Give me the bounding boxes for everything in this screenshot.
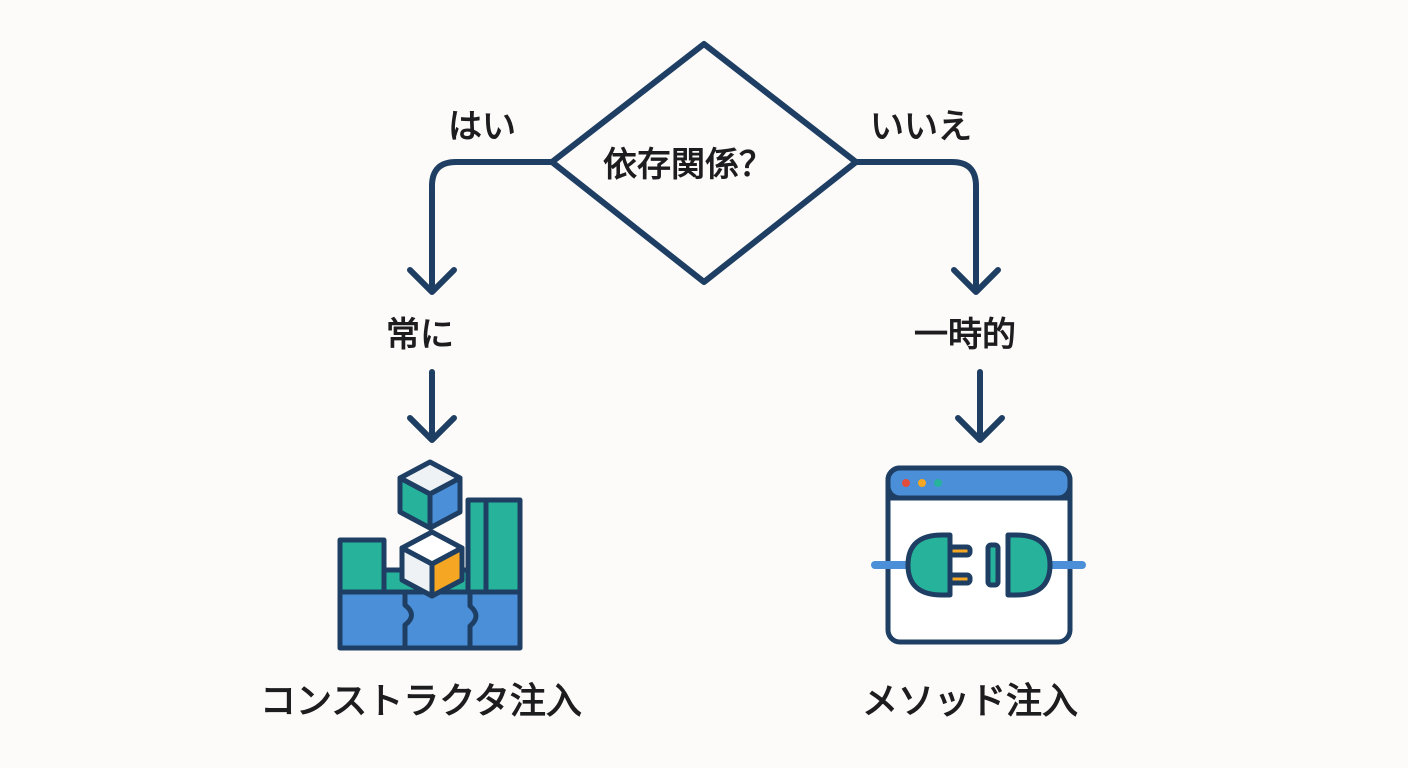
window-red-dot: [902, 479, 910, 487]
window-titlebar: [885, 465, 1073, 501]
constructor-injection-icon: [337, 459, 523, 651]
right-condition-label: 一時的: [914, 315, 1016, 355]
no-label: いいえ: [870, 107, 972, 147]
window-green-dot: [934, 479, 942, 487]
left-base-puzzle: [337, 589, 523, 651]
left-condition-label: 常に: [386, 315, 454, 355]
yes-connector: [429, 159, 555, 289]
plug-left-body: [905, 532, 953, 598]
left-lower-arrowhead: [407, 415, 457, 443]
plug-right-body: [1005, 532, 1053, 598]
right-result-label: メソッド注入: [862, 681, 1079, 722]
plug-right-socket: [985, 542, 1001, 588]
decision-diamond: [549, 41, 859, 285]
plug-left-pin-bottom: [947, 572, 973, 586]
left-base-puzzle-notches: [402, 589, 479, 651]
decision-label: 依存関係？: [603, 145, 773, 185]
yes-label: はい: [448, 107, 516, 147]
no-arrowhead: [951, 267, 1001, 295]
left-stack-pillar: [465, 497, 489, 595]
yes-arrowhead: [407, 267, 457, 295]
right-lower-arrowhead: [955, 415, 1005, 443]
flow-connectors: [407, 41, 1005, 443]
window-yellow-dot: [918, 479, 926, 487]
center-cube-right-face: [429, 545, 465, 599]
left-stack-teal-left: [337, 537, 387, 595]
plug-left-pin-top: [947, 544, 973, 558]
left-result-label: コンストラクタ注入: [260, 681, 582, 722]
no-connector: [853, 159, 979, 289]
left-stack-teal-right: [483, 497, 523, 595]
method-injection-icon: [871, 465, 1086, 645]
left-cube-right-face: [427, 475, 463, 531]
